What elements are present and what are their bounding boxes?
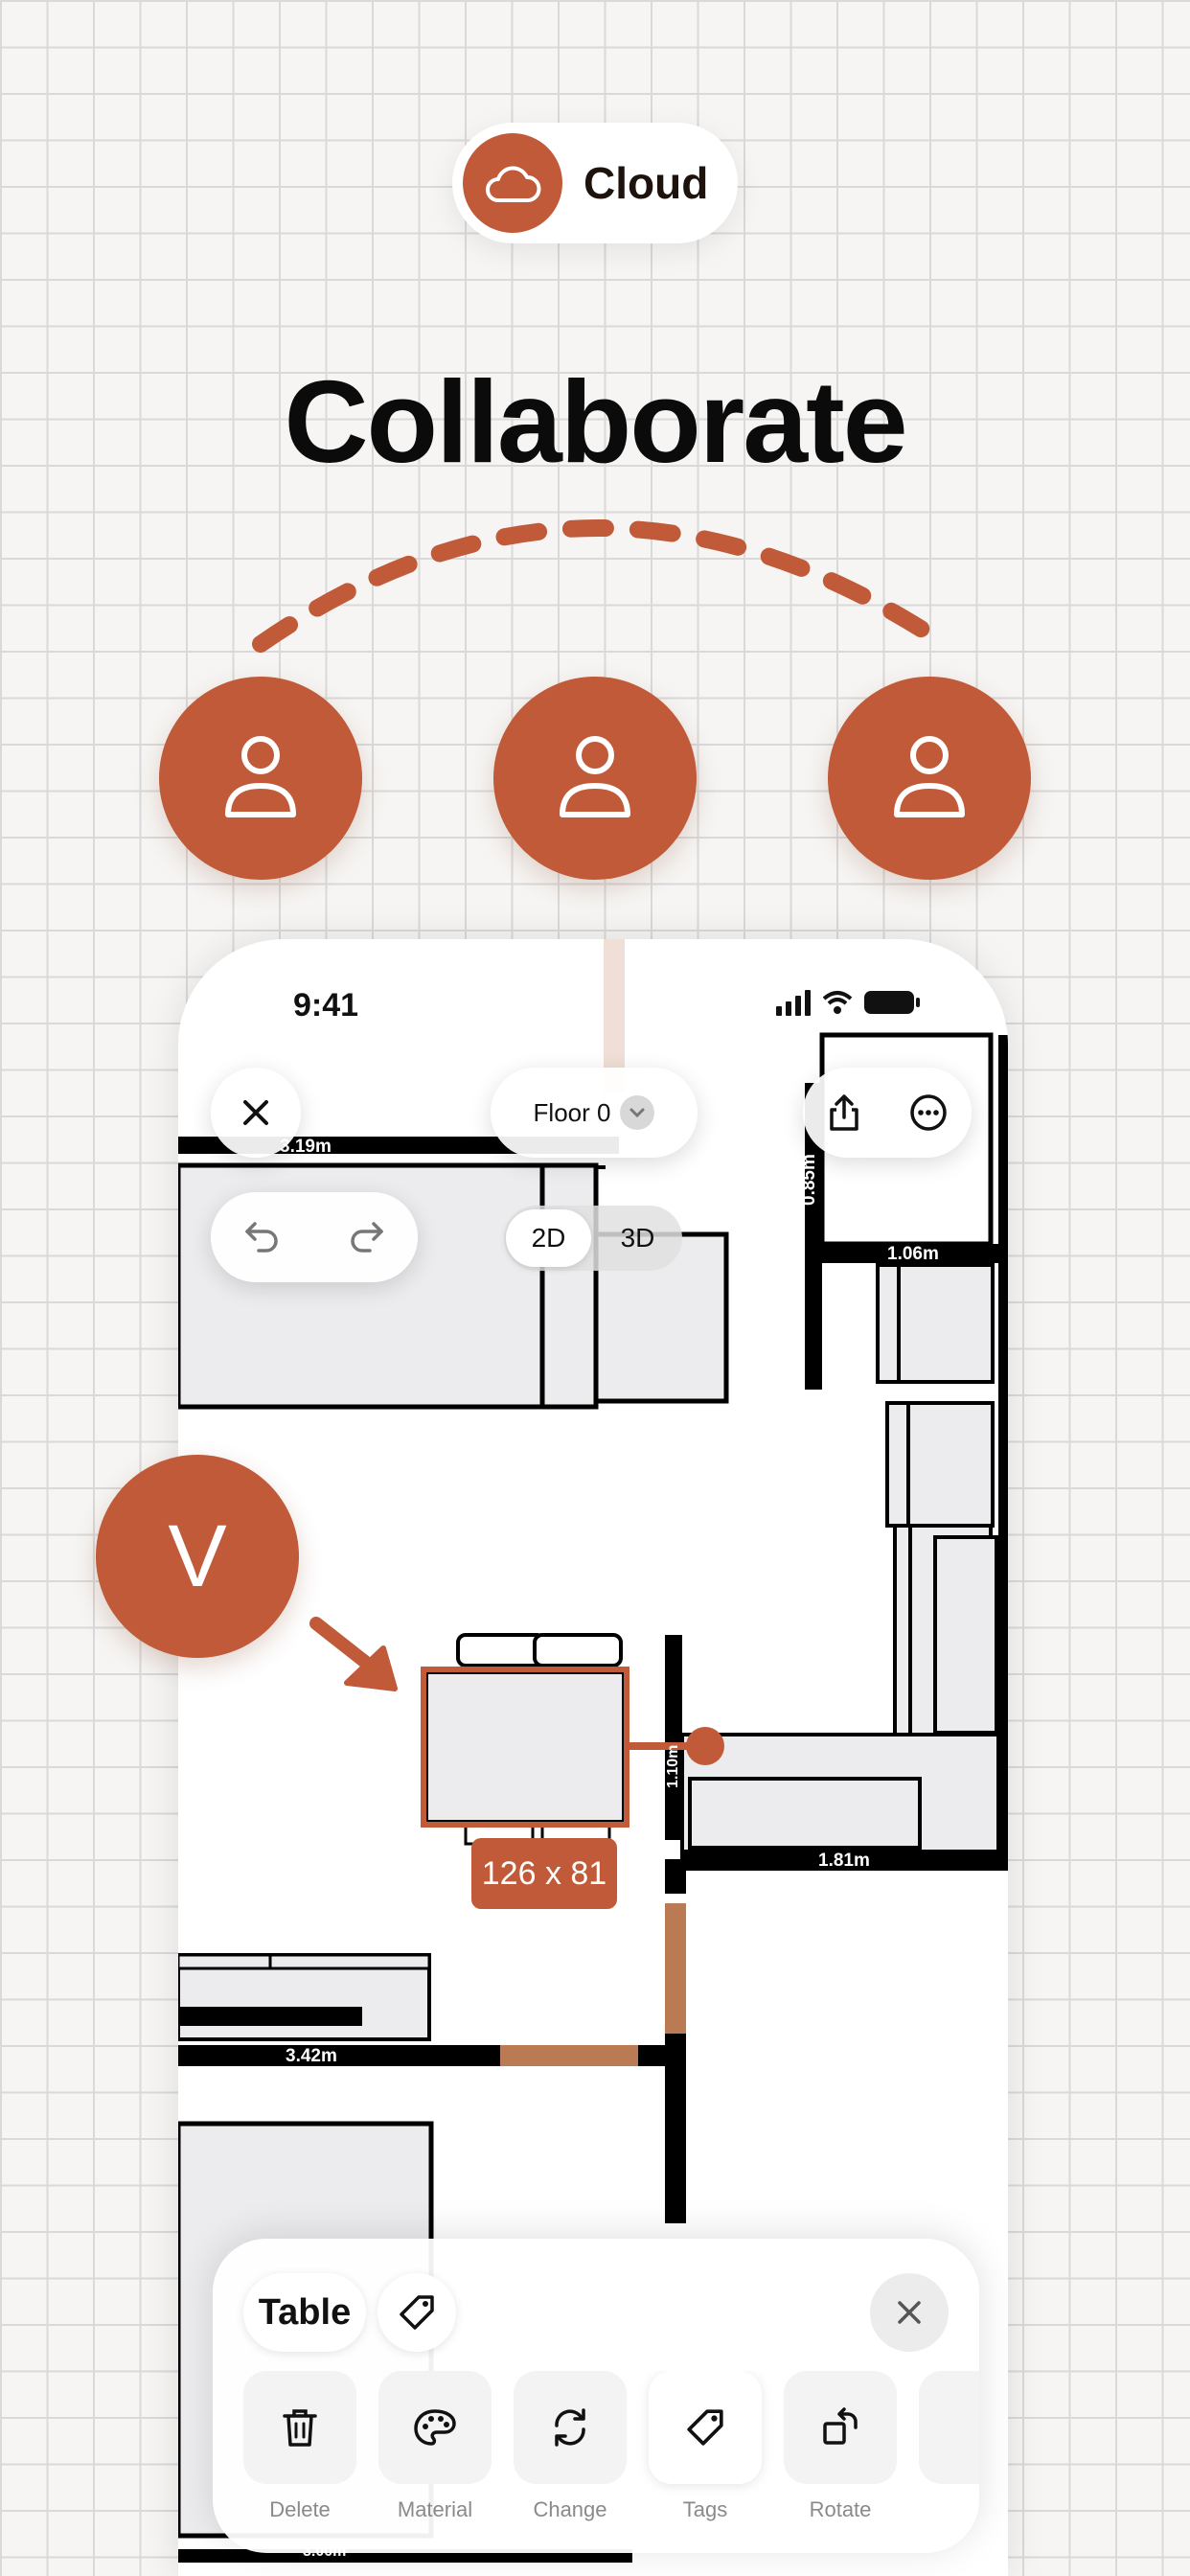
close-icon bbox=[898, 2301, 921, 2324]
dimension-label: 1.06m bbox=[887, 1244, 939, 1264]
share-icon[interactable] bbox=[827, 1092, 861, 1133]
mode-3d-button[interactable]: 3D bbox=[620, 1223, 655, 1253]
tag-icon bbox=[400, 2295, 434, 2330]
sheet-close-button[interactable] bbox=[870, 2273, 949, 2352]
history-controls bbox=[211, 1192, 418, 1282]
dimension-label: 0.85m bbox=[799, 1154, 819, 1206]
collaborator-avatar bbox=[159, 677, 362, 880]
dimension-label: 1.81m bbox=[818, 1851, 870, 1871]
floor-label: Floor 0 bbox=[533, 1097, 611, 1127]
tool-row: Delete Material Change Tags Rotate bbox=[243, 2371, 979, 2534]
collaborator-avatar bbox=[493, 677, 697, 880]
signal-icon bbox=[776, 990, 811, 1016]
rotate-button[interactable]: Rotate bbox=[784, 2371, 897, 2534]
material-button[interactable]: Material bbox=[378, 2371, 492, 2534]
change-button[interactable]: Change bbox=[514, 2371, 627, 2534]
battery-icon bbox=[864, 991, 920, 1014]
delete-button[interactable]: Delete bbox=[243, 2371, 356, 2534]
trash-icon bbox=[283, 2409, 317, 2447]
tag-button[interactable] bbox=[378, 2273, 456, 2352]
chevron-down-icon bbox=[620, 1095, 655, 1130]
tool-label: Rotate bbox=[809, 2497, 872, 2521]
user-icon bbox=[225, 736, 296, 817]
collaborator-cursor-avatar: V bbox=[96, 1455, 299, 1658]
close-icon bbox=[243, 1100, 268, 1125]
more-tools-partial[interactable] bbox=[919, 2371, 979, 2534]
collaboration-arc bbox=[252, 519, 953, 653]
floor-selector[interactable]: Floor 0 bbox=[491, 1068, 698, 1158]
refresh-icon bbox=[555, 2408, 585, 2447]
tool-label: Material bbox=[397, 2497, 473, 2521]
status-time: 9:41 bbox=[293, 987, 359, 1024]
rotate-icon bbox=[823, 2407, 858, 2445]
mode-2d-button[interactable]: 2D bbox=[506, 1209, 591, 1267]
close-button[interactable] bbox=[211, 1068, 301, 1158]
selected-size-badge: 126 x 81 bbox=[471, 1838, 617, 1909]
cursor-arrow-icon bbox=[309, 1617, 398, 1691]
headline: Collaborate bbox=[284, 356, 907, 487]
actions-group bbox=[803, 1068, 972, 1158]
dimension-label: 3.42m bbox=[286, 2046, 337, 2066]
collaborator-avatar bbox=[828, 677, 1031, 880]
object-name-chip[interactable]: Table bbox=[243, 2273, 366, 2352]
tool-label: Tags bbox=[682, 2497, 728, 2521]
cloud-icon bbox=[463, 133, 562, 233]
wifi-icon bbox=[822, 991, 853, 1014]
cloud-label: Cloud bbox=[584, 158, 709, 208]
tool-label: Delete bbox=[269, 2497, 331, 2521]
tags-button[interactable]: Tags bbox=[649, 2371, 762, 2534]
dimension-label: 3.19m bbox=[280, 1137, 332, 1157]
palette-icon bbox=[414, 2409, 456, 2446]
tool-label: Change bbox=[533, 2497, 607, 2521]
user-icon bbox=[560, 736, 630, 817]
status-icons bbox=[776, 990, 920, 1016]
tag-icon bbox=[687, 2409, 723, 2446]
object-sheet: Table Delete Material Change Tags Rotate bbox=[213, 2239, 979, 2553]
redo-icon[interactable] bbox=[347, 1220, 385, 1254]
cloud-badge: Cloud bbox=[452, 123, 738, 243]
dimension-label: 1.10m bbox=[665, 1744, 681, 1788]
user-icon bbox=[894, 736, 965, 817]
undo-icon[interactable] bbox=[243, 1220, 282, 1254]
view-mode-toggle: 2D 3D bbox=[504, 1206, 682, 1271]
more-icon[interactable] bbox=[909, 1093, 948, 1132]
